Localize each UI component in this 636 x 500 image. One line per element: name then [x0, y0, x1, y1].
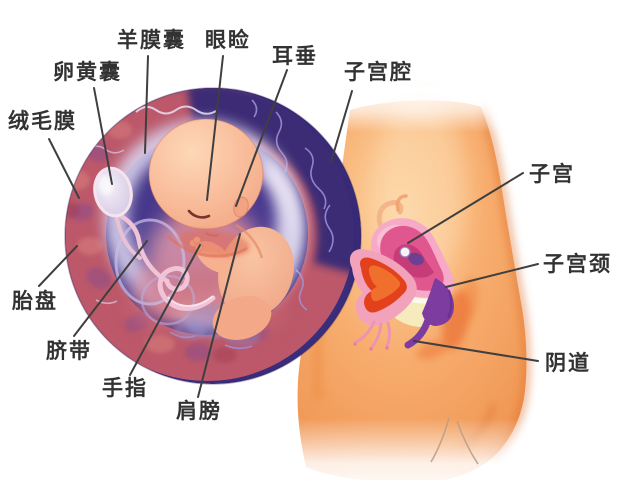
uterus-illustration — [349, 194, 455, 351]
leader-line-earlobe — [235, 69, 288, 207]
leader-line-eyelid — [206, 55, 224, 201]
vaginal-folds — [354, 320, 391, 349]
fetus — [148, 118, 294, 341]
label-earlobe: 耳垂 — [272, 45, 318, 68]
label-amniotic-sac: 羊膜囊 — [117, 29, 186, 52]
yolk-sac — [93, 166, 133, 218]
label-shoulder: 肩膀 — [176, 400, 222, 423]
leader-line-cervix — [445, 263, 539, 288]
label-uterus: 子宫 — [529, 163, 575, 186]
label-placenta: 胎盘 — [12, 290, 58, 313]
fetus-head — [148, 118, 264, 230]
leader-line-yolk-sac — [93, 87, 113, 185]
cervix-shape — [422, 278, 454, 326]
label-finger: 手指 — [102, 377, 148, 400]
leader-line-uterus — [407, 172, 524, 244]
amnion-top-wave — [135, 105, 217, 115]
embryo-dot — [399, 246, 411, 258]
leader-line-umbilical-cord — [73, 240, 148, 337]
leg-crease-lines — [430, 417, 479, 465]
leader-line-vagina — [413, 340, 539, 362]
label-umbilical-cord: 脐带 — [46, 340, 92, 363]
label-cervix: 子宫颈 — [543, 253, 612, 276]
label-yolk-sac: 卵黄囊 — [53, 61, 122, 84]
label-vagina: 阴道 — [545, 352, 591, 375]
leader-line-shoulder — [197, 233, 241, 398]
leader-lines — [38, 55, 539, 398]
label-eyelid: 眼睑 — [205, 29, 251, 52]
label-chorion: 绒毛膜 — [8, 110, 77, 133]
womb-closeup-circle — [64, 87, 362, 385]
fetus-eyelid — [187, 209, 211, 219]
leader-line-chorion — [48, 138, 80, 199]
fallopian-tube — [376, 200, 404, 235]
leader-line-amniotic-sac — [144, 55, 149, 154]
label-uterine-cavity: 子宫腔 — [344, 61, 413, 84]
leader-line-placenta — [38, 245, 78, 287]
leader-line-uterine-cavity — [330, 90, 353, 163]
leader-line-finger — [129, 244, 201, 376]
